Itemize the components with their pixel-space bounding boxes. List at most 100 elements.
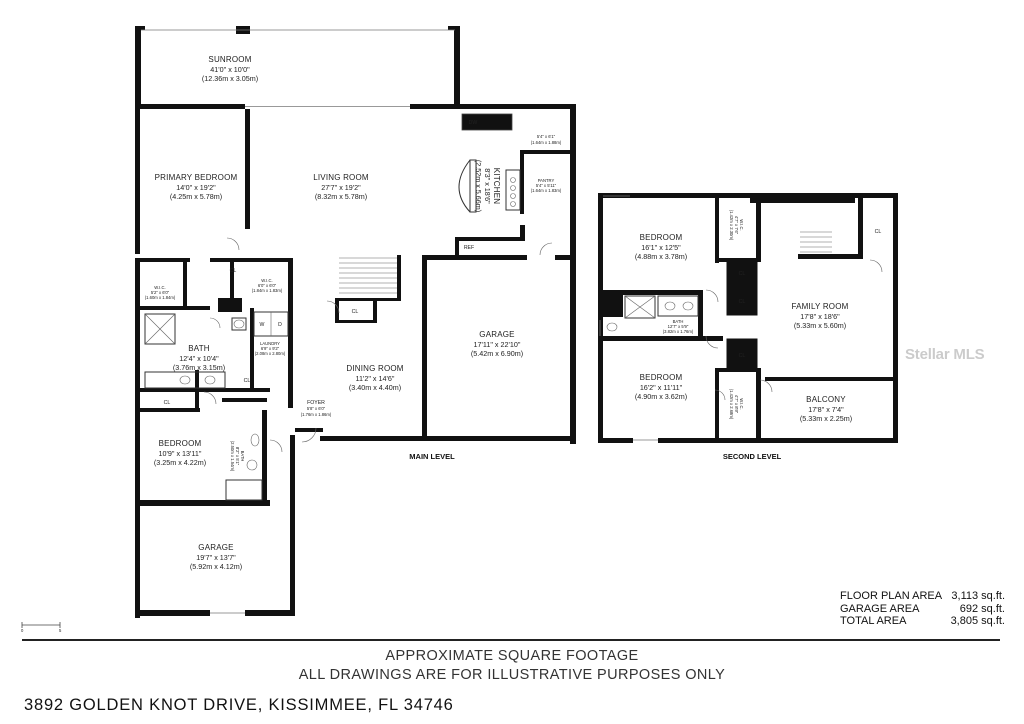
sunroom-dim: 41'0" x 10'0" [210,65,250,74]
bedroom-bottom-metric: (4.90m x 3.62m) [635,392,687,401]
bedroom-metric: (3.25m x 4.22m) [154,458,206,467]
foyer-name: FOYER [307,400,325,406]
primary-bedroom-name: PRIMARY BEDROOM [155,173,238,182]
garage-large-metric: (5.42m x 6.90m) [471,349,523,358]
dining-room-metric: (3.40m x 4.40m) [349,383,401,392]
family-room-name: FAMILY ROOM [791,302,848,311]
approx-footage-note: APPROXIMATE SQUARE FOOTAGE [385,648,639,664]
closet-label: CL [739,271,746,277]
bath-dim: 12'4" x 10'4" [179,354,219,363]
bedroom-top-metric: (4.88m x 3.78m) [635,252,687,261]
bath-name: BATH [673,319,684,324]
dining-room-dim: 11'2" x 14'6" [356,374,395,383]
watermark: Stellar MLS [905,346,985,363]
illustrative-disclaimer: ALL DRAWINGS ARE FOR ILLUSTRATIVE PURPOS… [298,667,726,683]
closet-label: CL [230,268,237,274]
area-row-floor-plan: FLOOR PLAN AREA 3,113 sq.ft. [840,590,1005,603]
area-row-total: TOTAL AREA 3,805 sq.ft. [840,615,1005,628]
foyer-dim: 5'8" x 6'0" [307,406,326,411]
nook-dim: 5'4" x 6'1" [537,134,556,139]
closet-label: CL [352,309,359,315]
wic-top-dim: 4'7" x 7'6" [734,216,739,235]
main-level-walls [135,26,576,618]
closet-label: CL [164,400,171,406]
closet-label: CL [739,299,746,305]
pantry-name: PANTRY [538,178,555,183]
main-level-label: MAIN LEVEL [409,452,455,461]
bedroom-dim: 10'9" x 13'11" [159,449,202,458]
area-row-garage: GARAGE AREA 692 sq.ft. [840,603,1005,616]
foyer-metric: (1.76m x 1.86m) [301,412,332,417]
garage-small-dim: 19'7" x 13'7" [196,553,236,562]
garage-large-name: GARAGE [479,330,514,339]
wic-bottom-dim: 4'7" x 8'9" [734,395,739,414]
living-room-dim: 27'7" x 19'2" [321,183,361,192]
garage-small-metric: (5.92m x 4.12m) [190,562,242,571]
nook-metric: (1.64m x 1.88m) [531,140,562,145]
area-value: 3,805 sq.ft. [950,615,1005,627]
living-room-name: LIVING ROOM [313,173,369,182]
bath-dim: 12'7" x 5'9" [668,324,689,329]
property-address: 3892 GOLDEN KNOT DRIVE, KISSIMMEE, FL 34… [24,696,454,714]
scale-start: 0 [21,628,24,633]
bedroom-top-dim: 16'1" x 12'5" [641,243,681,252]
wic-left-metric: (1.60m x 1.84m) [145,295,176,300]
kitchen-name: KITCHEN [492,168,501,205]
footer-divider [22,639,1000,641]
scale-end: 5 [59,628,62,633]
pantry-dim: 5'4" x 5'11" [536,183,557,188]
area-value: 3,113 sq.ft. [951,590,1005,602]
dishwasher-label: DW [469,120,478,126]
refrigerator-label: REF [464,245,474,251]
main-level-fixtures [144,159,553,501]
garage-large-dim: 17'11" x 22'10" [474,340,521,349]
main-level-labels: SUNROOM 41'0" x 10'0" (12.36m x 3.05m) P… [145,55,562,571]
bedroom-bottom-dim: 16'2" x 11'11" [640,383,683,392]
wic-bottom-name: W.I.C. [739,398,744,409]
bedroom-top-name: BEDROOM [640,233,683,242]
closet-label: CL [875,229,882,235]
small-bath-name: BATH [240,451,245,462]
area-summary: FLOOR PLAN AREA 3,113 sq.ft. GARAGE AREA… [840,590,1005,628]
second-level-label: SECOND LEVEL [723,452,782,461]
balcony-name: BALCONY [806,395,846,404]
second-level-fixtures [599,231,883,401]
area-label: FLOOR PLAN AREA [840,590,943,602]
area-value: 692 sq.ft. [959,602,1005,615]
laundry-name: LAUNDRY [260,341,280,346]
small-bath-metric: (2.50m x 1.54m) [230,441,235,472]
scale-bar: 0 5 [21,622,62,633]
floor-plan-drawing: SUNROOM 41'0" x 10'0" (12.36m x 3.05m) P… [21,26,898,633]
closet-label: CL [244,378,251,384]
wic-left-name: W.I.C. [154,285,165,290]
laundry-dim: 6'9" x 9'2" [261,346,280,351]
wic-bottom-metric: (1.42m x 2.68m) [729,389,734,420]
bath-name: BATH [188,344,210,353]
living-room-metric: (8.32m x 5.78m) [315,192,367,201]
garage-small-name: GARAGE [198,543,233,552]
second-level-walls [598,193,898,443]
balcony-dim: 17'8" x 7'4" [808,405,844,414]
kitchen-metric: (2.52m x 5.66m) [474,160,483,212]
wic-right-dim: 6'0" x 6'0" [258,283,277,288]
family-room-metric: (5.33m x 5.60m) [794,321,846,330]
wic-right-name: W.I.C. [261,278,272,283]
sunroom-metric: (12.36m x 3.05m) [202,74,258,83]
second-level-labels: BEDROOM 16'1" x 12'5" (4.88m x 3.78m) W.… [635,210,882,461]
wic-top-name: W.I.C. [739,219,744,230]
dryer-label: D [278,322,282,328]
wic-top-metric: (1.42m x 2.30m) [729,210,734,241]
dining-room-name: DINING ROOM [346,364,403,373]
balcony-metric: (5.33m x 2.25m) [800,414,852,423]
wic-right-metric: (1.84m x 1.83m) [252,288,283,293]
area-label: GARAGE AREA [840,602,920,615]
laundry-metric: (2.08m x 2.80m) [255,351,286,356]
small-bath-dim: 8'2" x 5'1" [235,447,240,466]
bath-metric: (3.76m x 3.15m) [173,363,225,372]
bath-metric: (3.82m x 1.76m) [663,329,694,334]
kitchen-dim: 8'3" x 18'6" [483,168,492,204]
bedroom-name: BEDROOM [159,439,202,448]
bedroom-bottom-name: BEDROOM [640,373,683,382]
washer-label: W [260,322,265,328]
pantry-metric: (1.64m x 1.83m) [531,188,562,193]
